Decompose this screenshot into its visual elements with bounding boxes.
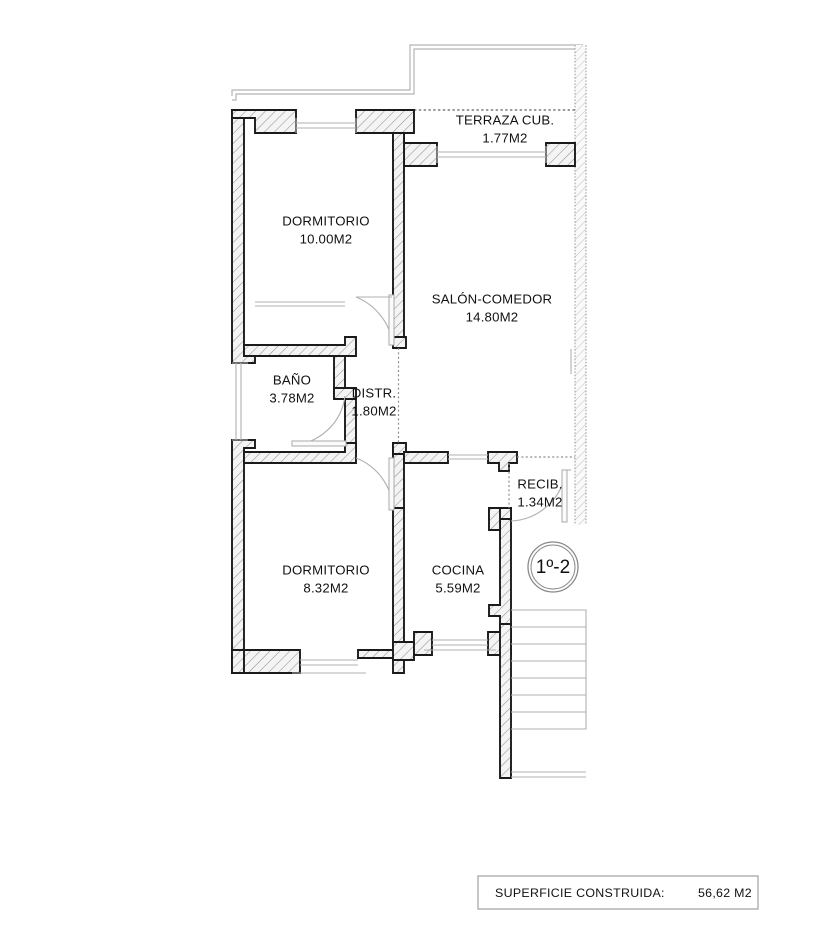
room-name-distr: DISTR.	[352, 385, 396, 400]
room-name-recib: RECIB.	[517, 476, 562, 491]
room-area-salon: 14.80M2	[466, 309, 519, 324]
windows	[232, 118, 572, 674]
room-name-bano: BAÑO	[273, 372, 311, 387]
threshold-dotted-lines	[397, 348, 575, 508]
legend-value: 56,62 M2	[698, 886, 752, 900]
room-area-distr: 1.80M2	[351, 403, 396, 418]
room-area-recib: 1.34M2	[517, 494, 562, 509]
legend-box: SUPERFICIE CONSTRUIDA: 56,62 M2	[477, 875, 759, 910]
room-name-terraza: TERRAZA CUB.	[456, 112, 554, 127]
terrace-outline	[231, 44, 583, 101]
room-area-dormitorio2: 8.32M2	[303, 580, 348, 595]
party-wall-right	[574, 45, 587, 525]
staircase	[511, 609, 587, 778]
legend-label: SUPERFICIE CONSTRUIDA:	[495, 886, 665, 900]
room-area-dormitorio1: 10.00M2	[300, 231, 353, 246]
room-area-bano: 3.78M2	[269, 390, 314, 405]
room-name-salon: SALÓN-COMEDOR	[432, 291, 553, 306]
room-name-dormitorio1: DORMITORIO	[282, 213, 369, 228]
room-area-cocina: 5.59M2	[435, 580, 480, 595]
room-name-cocina: COCINA	[432, 562, 485, 577]
door-swings	[291, 294, 571, 523]
unit-tag: 1º-2	[527, 541, 579, 593]
unit-tag-label: 1º-2	[536, 557, 570, 578]
room-name-dormitorio2: DORMITORIO	[282, 562, 369, 577]
room-area-terraza: 1.77M2	[482, 130, 527, 145]
room-labels: TERRAZA CUB. 1.77M2 DORMITORIO 10.00M2 S…	[269, 112, 562, 595]
